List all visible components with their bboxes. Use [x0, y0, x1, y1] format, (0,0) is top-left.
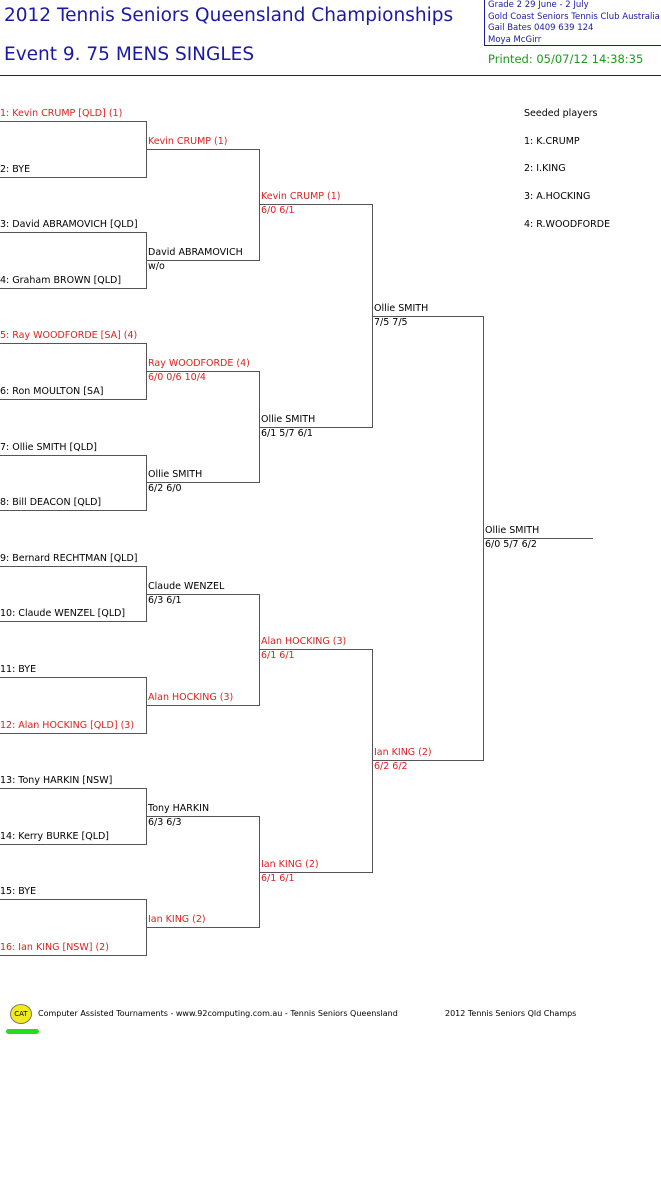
r1-line	[0, 287, 146, 289]
r2-player: Claude WENZEL	[148, 580, 225, 592]
r3-line	[259, 649, 372, 651]
footer-event: 2012 Tennis Seniors Qld Champs	[445, 1009, 577, 1018]
r2-player: Tony HARKIN	[148, 803, 210, 814]
r1-line	[0, 955, 146, 956]
r3-score: 6/1 6/1	[261, 650, 295, 662]
r3-score: 6/1 5/7 6/1	[261, 427, 313, 439]
r2-score: 6/2 6/0	[148, 483, 182, 495]
r1-line	[0, 343, 146, 345]
r1-line	[0, 677, 146, 678]
r2-player: David ABRAMOVICH	[148, 247, 243, 258]
seed-item: 4: R.WOODFORDE	[524, 219, 611, 230]
seeded-heading: Seeded players	[524, 108, 598, 119]
r4-player: Ian KING (2)	[374, 747, 432, 759]
r2-score: w/o	[148, 261, 165, 272]
r1-line	[0, 176, 146, 178]
r3-player: Alan HOCKING (3)	[261, 636, 347, 648]
seed-item: 2: I.KING	[524, 163, 566, 174]
r2-line	[146, 927, 259, 929]
r3-score: 6/0 6/1	[261, 205, 295, 217]
r1-player: 2: BYE	[0, 163, 31, 175]
r2-player: Ollie SMITH	[148, 469, 203, 481]
r2-score: 6/3 6/1	[148, 594, 182, 606]
r4-score: 6/2 6/2	[374, 761, 408, 773]
r1-player: 9: Bernard RECHTMAN [QLD]	[0, 552, 138, 564]
r2-score: 6/3 6/3	[148, 817, 182, 828]
r3-line	[259, 871, 372, 873]
r4-player: Ollie SMITH	[374, 302, 429, 314]
r1-player: 13: Tony HARKIN [NSW]	[0, 775, 113, 787]
r2-line	[146, 371, 259, 373]
info-line: Gail Bates 0409 639 124	[488, 23, 594, 33]
final-line	[483, 538, 593, 539]
printed-timestamp: Printed: 05/07/12 14:38:35	[488, 52, 644, 66]
info-line: Gold Coast Seniors Tennis Club Australia	[488, 11, 660, 22]
r4-line	[372, 315, 483, 317]
logo-underline	[6, 1029, 39, 1034]
r1-player: 4: Graham BROWN [QLD]	[0, 274, 122, 286]
tournament-info: Grade 2 29 June - 2 July Gold Coast Seni…	[484, 0, 661, 46]
cat-logo-icon: CAT	[10, 1004, 32, 1024]
r2-player: Alan HOCKING (3)	[148, 691, 234, 703]
r1-line	[0, 399, 146, 400]
champion-name: Ollie SMITH	[485, 525, 540, 536]
r3-line	[259, 204, 372, 206]
r2-player: Ray WOODFORDE (4)	[148, 358, 250, 370]
r2-line	[146, 260, 259, 261]
r2-line	[146, 704, 259, 706]
seed-item: 3: A.HOCKING	[524, 191, 591, 202]
r3-line	[259, 426, 372, 428]
info-line: Grade 2 29 June - 2 July	[488, 0, 589, 10]
r1-line	[0, 454, 146, 456]
r2-score: 6/0 0/6 10/4	[148, 372, 206, 384]
r1-line	[0, 621, 146, 623]
r2-player: Kevin CRUMP (1)	[148, 135, 228, 147]
r3-score: 6/1 6/1	[261, 872, 295, 884]
r2-line	[146, 148, 259, 150]
r1-player: 12: Alan HOCKING [QLD] (3)	[0, 719, 135, 731]
r1-player: 6: Ron MOULTON [SA]	[0, 386, 104, 397]
r1-player: 7: Ollie SMITH [QLD]	[0, 441, 98, 453]
r1-player: 10: Claude WENZEL [QLD]	[0, 608, 126, 620]
r1-line	[0, 121, 146, 122]
r1-player: 15: BYE	[0, 886, 37, 898]
r2-line	[146, 593, 259, 595]
r1-line	[0, 510, 146, 512]
event-title: Event 9. 75 MENS SINGLES	[4, 44, 255, 65]
r1-player: 1: Kevin CRUMP [QLD] (1)	[0, 108, 123, 119]
tournament-title: 2012 Tennis Seniors Queensland Champions…	[4, 5, 454, 26]
r4-line	[372, 760, 483, 762]
r1-line	[0, 788, 146, 790]
r1-line	[0, 232, 146, 234]
r1-line	[0, 732, 146, 734]
r2-line	[146, 482, 259, 484]
header-divider	[0, 75, 661, 76]
r1-player: 3: David ABRAMOVICH [QLD]	[0, 219, 138, 231]
footer-credit: Computer Assisted Tournaments - www.92co…	[38, 1009, 398, 1018]
r1-player: 8: Bill DEACON [QLD]	[0, 497, 102, 509]
r3-player: Kevin CRUMP (1)	[261, 191, 341, 203]
r1-line	[0, 899, 146, 901]
r1-player: 14: Kerry BURKE [QLD]	[0, 830, 110, 842]
r3-player: Ian KING (2)	[261, 858, 319, 870]
r4-score: 7/5 7/5	[374, 316, 408, 328]
r3-player: Ollie SMITH	[261, 413, 316, 425]
seed-item: 1: K.CRUMP	[524, 136, 580, 147]
r2-player: Ian KING (2)	[148, 914, 206, 926]
r2-line	[146, 816, 259, 817]
r1-player: 11: BYE	[0, 664, 37, 675]
info-line: Moya McGirr	[488, 34, 542, 45]
champion-score: 6/0 5/7 6/2	[485, 539, 537, 550]
r1-line	[0, 843, 146, 845]
r1-player: 16: Ian KING [NSW] (2)	[0, 942, 109, 953]
r1-line	[0, 565, 146, 567]
r1-player: 5: Ray WOODFORDE [SA] (4)	[0, 330, 138, 342]
